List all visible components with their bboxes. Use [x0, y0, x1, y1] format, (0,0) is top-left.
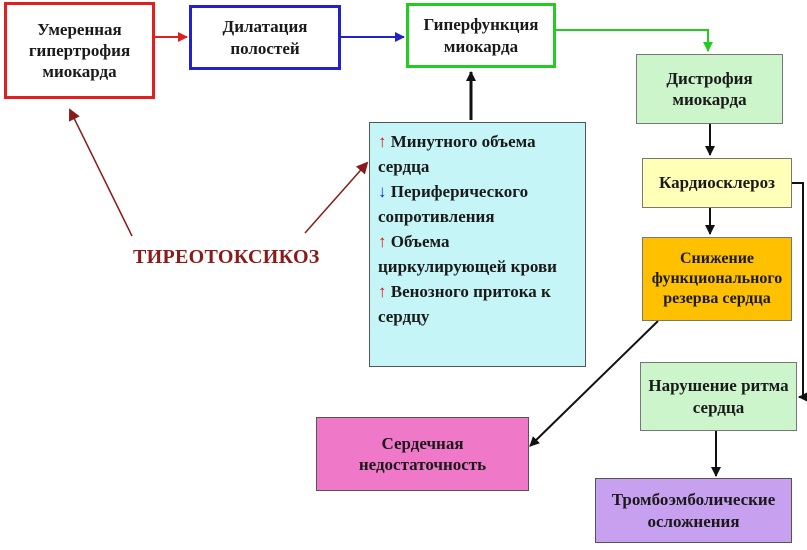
factor-text: Объема циркулирующей крови — [378, 232, 557, 276]
node-hyperfunction-label: Гиперфункция миокарда — [423, 15, 539, 56]
node-cardiosclerosis-label: Кардиосклероз — [659, 173, 775, 193]
node-rhythm-disorder: Нарушение ритма сердца — [640, 362, 797, 431]
arrow-cardiosclerosis-rhythm — [792, 182, 807, 402]
factor-item: ↓ Периферического сопротивления — [378, 179, 577, 229]
node-dilation: Дилатация полостей — [189, 5, 341, 70]
increase-arrow-icon: ↑ — [378, 132, 387, 151]
arrow-reserve-heartfailure — [529, 320, 659, 447]
arrow-hyperfunction-dystrophy — [556, 29, 713, 52]
arrow-cause-factors — [304, 161, 369, 234]
factor-item: ↑ Минутного объема сердца — [378, 129, 577, 179]
factor-text: Минутного объема сердца — [378, 132, 536, 176]
node-hypertrophy: Умеренная гипертрофия миокарда — [4, 2, 155, 99]
node-dystrophy-label: Дистрофия миокарда — [666, 68, 753, 109]
node-reserve-decrease: Снижение функционального резерва сердца — [642, 237, 792, 321]
factor-item: ↑ Объема циркулирующей крови — [378, 229, 577, 279]
increase-arrow-icon: ↑ — [378, 282, 387, 301]
node-cardiosclerosis: Кардиосклероз — [642, 158, 792, 208]
increase-arrow-icon: ↑ — [378, 232, 387, 251]
node-thromboembolic: Тромбоэмболические осложнения — [595, 478, 792, 543]
node-dilation-label: Дилатация полостей — [222, 17, 308, 58]
node-hyperfunction: Гиперфункция миокарда — [406, 3, 556, 68]
decrease-arrow-icon: ↓ — [378, 182, 387, 201]
factor-text: Венозного притока к сердцу — [378, 282, 551, 326]
arrow-cause-hypertrophy — [69, 108, 133, 237]
node-dystrophy: Дистрофия миокарда — [636, 54, 783, 124]
node-heart-failure-label: Сердечная недостаточность — [358, 433, 487, 474]
node-reserve-decrease-label: Снижение функционального резерва сердца — [651, 250, 783, 307]
cause-label: ТИРЕОТОКСИКОЗ — [133, 246, 320, 268]
factor-item: ↑ Венозного притока к сердцу — [378, 279, 577, 329]
node-heart-failure: Сердечная недостаточность — [316, 417, 529, 491]
node-hypertrophy-label: Умеренная гипертрофия миокарда — [28, 19, 131, 82]
factor-text: Периферического сопротивления — [378, 182, 529, 226]
factors-box: ↑ Минутного объема сердца ↓ Периферическ… — [369, 122, 586, 367]
node-rhythm-disorder-label: Нарушение ритма сердца — [648, 376, 789, 417]
node-thromboembolic-label: Тромбоэмболические осложнения — [611, 490, 776, 531]
